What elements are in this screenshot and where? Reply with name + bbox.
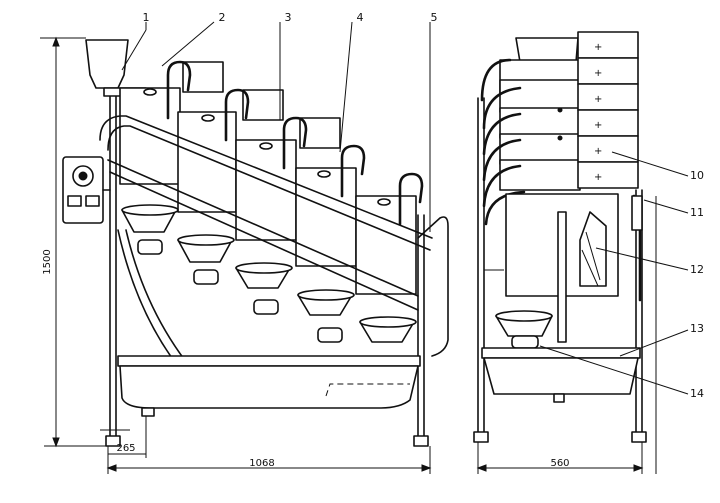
svg-text:+: +: [594, 42, 602, 53]
dim-front-width-label: 1068: [249, 458, 274, 469]
front-frame: [100, 94, 429, 447]
svg-text:+: +: [594, 120, 602, 131]
side-tanks: + + + + + +: [499, 31, 639, 191]
svg-text:+: +: [594, 146, 602, 157]
callout-10: 10: [690, 169, 704, 182]
leader-lines: [121, 21, 689, 395]
callout-14: 14: [690, 387, 704, 400]
side-hopper: [515, 37, 579, 63]
dim-height-label: 1500: [42, 249, 53, 274]
dim-side-width-label: 560: [550, 458, 569, 469]
svg-text:+: +: [594, 94, 602, 105]
cone-valves: [121, 204, 417, 343]
dim-offset-label: 265: [116, 443, 135, 454]
dimension-height: 1500: [40, 36, 106, 448]
dimension-front-width: 1068: [106, 446, 432, 474]
svg-text:+: +: [594, 172, 602, 183]
side-view: + + + + + +: [473, 31, 647, 443]
callout-12: 12: [690, 263, 704, 276]
control-box: [62, 156, 111, 224]
callout-labels: 1 2 3 4 5 10 11 12 13 14: [143, 11, 705, 400]
dimension-offset: 265: [107, 416, 147, 458]
dimension-side-width: 560: [476, 442, 644, 474]
callout-3: 3: [285, 11, 292, 24]
front-view: [62, 39, 449, 447]
guard-rail: [99, 115, 449, 357]
side-valve: [495, 310, 553, 349]
callout-5: 5: [431, 11, 438, 24]
svg-text:+: +: [594, 68, 602, 79]
callout-2: 2: [219, 11, 226, 24]
callout-13: 13: [690, 322, 704, 335]
callout-11: 11: [690, 206, 704, 219]
side-main-tank: [505, 107, 643, 343]
upper-tanks: [119, 61, 417, 295]
callout-1: 1: [143, 11, 150, 24]
collection-trough: [117, 355, 421, 417]
side-arched-pipes: [480, 58, 526, 226]
side-trough: [481, 347, 641, 403]
gooseneck-pipes: [143, 60, 424, 226]
callout-4: 4: [357, 11, 364, 24]
